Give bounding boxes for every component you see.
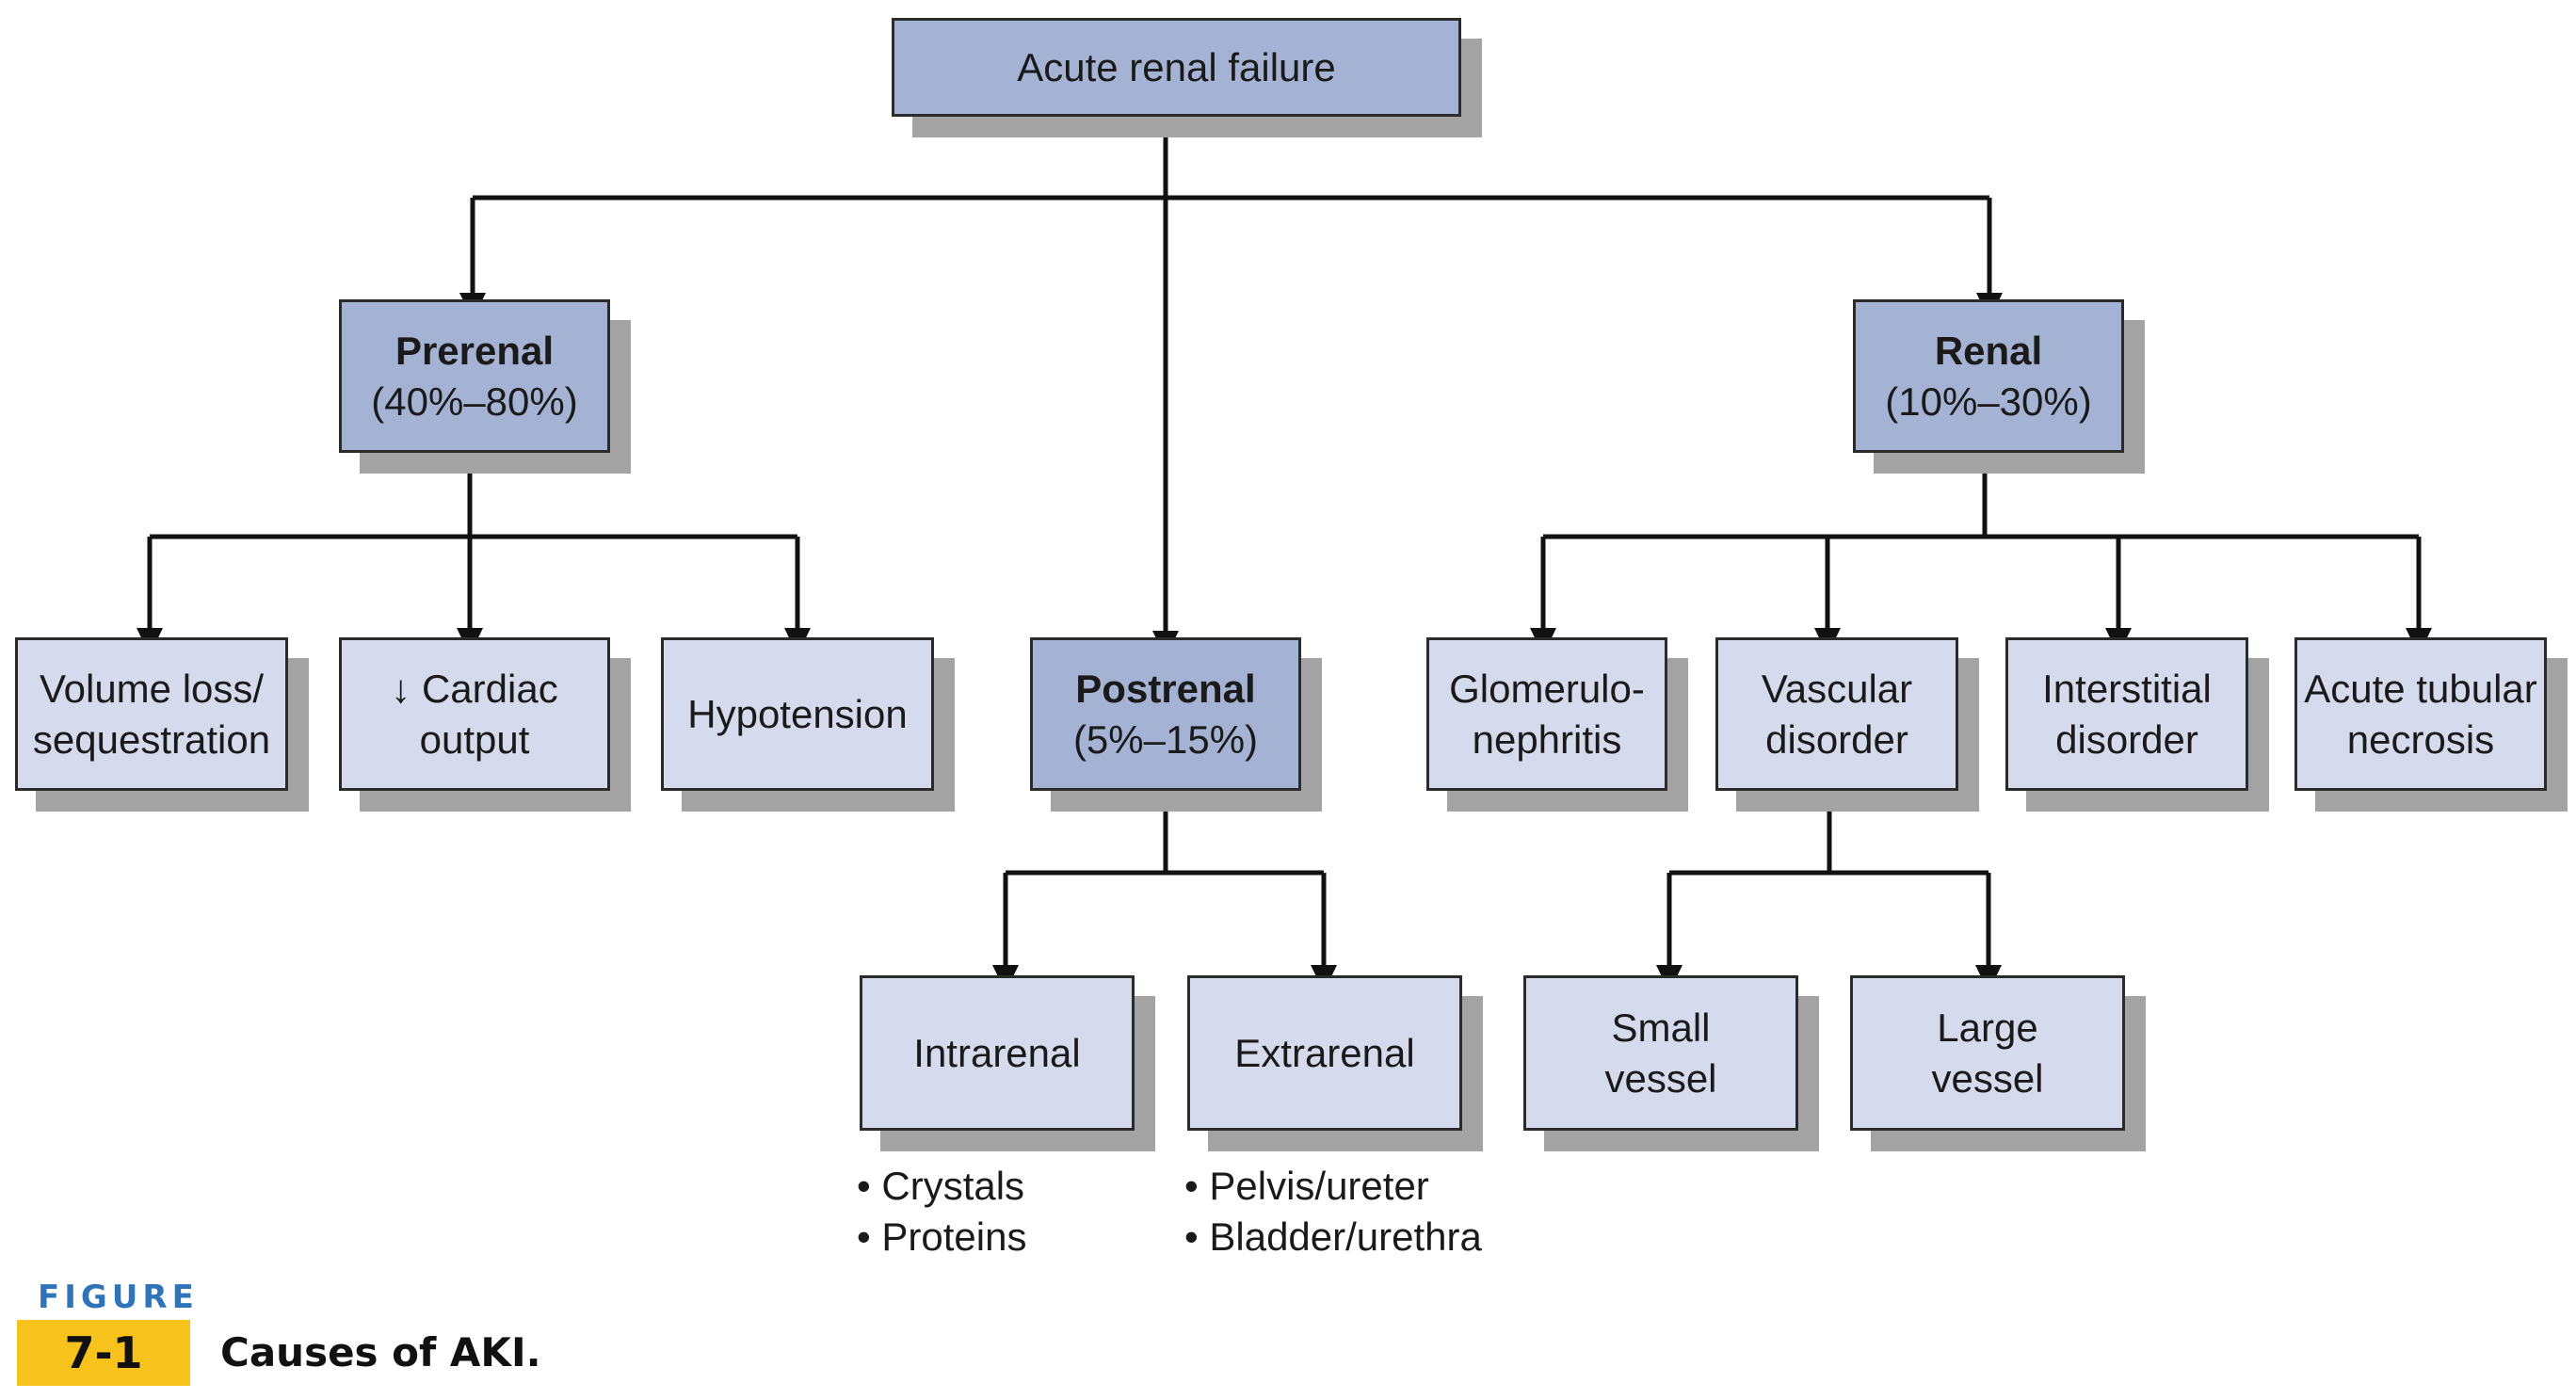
node-acute-renal-failure: Acute renal failure [892, 18, 1482, 137]
bullet-item: • Crystals [857, 1164, 1025, 1208]
node-label-line: vessel [1931, 1055, 2044, 1101]
node-acute-tubular-necrosis: Acute tubular necrosis [2294, 637, 2568, 812]
node-label-line: Glomerulo- [1449, 666, 1645, 711]
bullet-item: • Pelvis/ureter [1184, 1164, 1429, 1208]
node-hypotension: Hypotension [661, 637, 955, 812]
bullet-item: • Bladder/urethra [1184, 1214, 1482, 1259]
node-label-line: nephritis [1472, 716, 1622, 762]
node-glomerulonephritis: Glomerulo- nephritis [1426, 637, 1688, 812]
bullet-item: • Proteins [857, 1214, 1027, 1259]
node-interstitial-disorder: Interstitial disorder [2005, 637, 2269, 812]
node-label: Acute renal failure [1017, 44, 1336, 89]
extrarenal-bullet-list: • Pelvis/ureter • Bladder/urethra [1184, 1161, 1482, 1262]
node-extrarenal: Extrarenal [1187, 975, 1483, 1151]
node-volume-loss: Volume loss/ sequestration [15, 637, 309, 812]
node-cardiac-output: ↓ Cardiac output [339, 637, 631, 812]
node-label-line: Acute tubular [2304, 666, 2537, 711]
node-label-line: Interstitial [2042, 666, 2212, 711]
figure-caption-text: Causes of AKI. [220, 1329, 541, 1375]
node-label-line: output [419, 716, 530, 762]
node-percent-range: (10%–30%) [1885, 378, 2092, 424]
node-label-line: ↓ Cardiac [391, 666, 558, 711]
node-title: Renal [1934, 328, 2043, 373]
node-vascular-disorder: Vascular disorder [1715, 637, 1979, 812]
node-prerenal: Prerenal (40%–80%) [339, 299, 631, 474]
node-label-line: disorder [1765, 716, 1908, 762]
node-label: Hypotension [687, 691, 908, 736]
node-renal: Renal (10%–30%) [1853, 299, 2145, 474]
figure-number-badge: 7-1 [17, 1320, 190, 1386]
node-label-line: Large [1937, 1005, 2038, 1050]
figure-number: 7-1 [64, 1327, 143, 1378]
node-label-line: disorder [2055, 716, 2198, 762]
node-large-vessel: Large vessel [1850, 975, 2146, 1151]
node-label-line: Small [1611, 1005, 1711, 1050]
node-title: Prerenal [394, 328, 555, 373]
node-percent-range: (5%–15%) [1072, 716, 1259, 762]
node-label: Intrarenal [913, 1030, 1081, 1075]
node-label-line: sequestration [32, 716, 271, 762]
node-intrarenal: Intrarenal [860, 975, 1155, 1151]
node-postrenal: Postrenal (5%–15%) [1030, 637, 1322, 812]
figure-label: FIGURE [38, 1278, 199, 1316]
node-label-line: necrosis [2346, 716, 2495, 762]
node-percent-range: (40%–80%) [371, 378, 578, 424]
node-label-line: Volume loss/ [39, 666, 265, 711]
node-small-vessel: Small vessel [1523, 975, 1819, 1151]
node-title: Postrenal [1075, 666, 1256, 711]
node-label: Extrarenal [1234, 1030, 1415, 1075]
intrarenal-bullet-list: • Crystals • Proteins [857, 1161, 1026, 1262]
node-label-line: Vascular [1761, 666, 1913, 711]
node-label-line: vessel [1604, 1055, 1717, 1101]
